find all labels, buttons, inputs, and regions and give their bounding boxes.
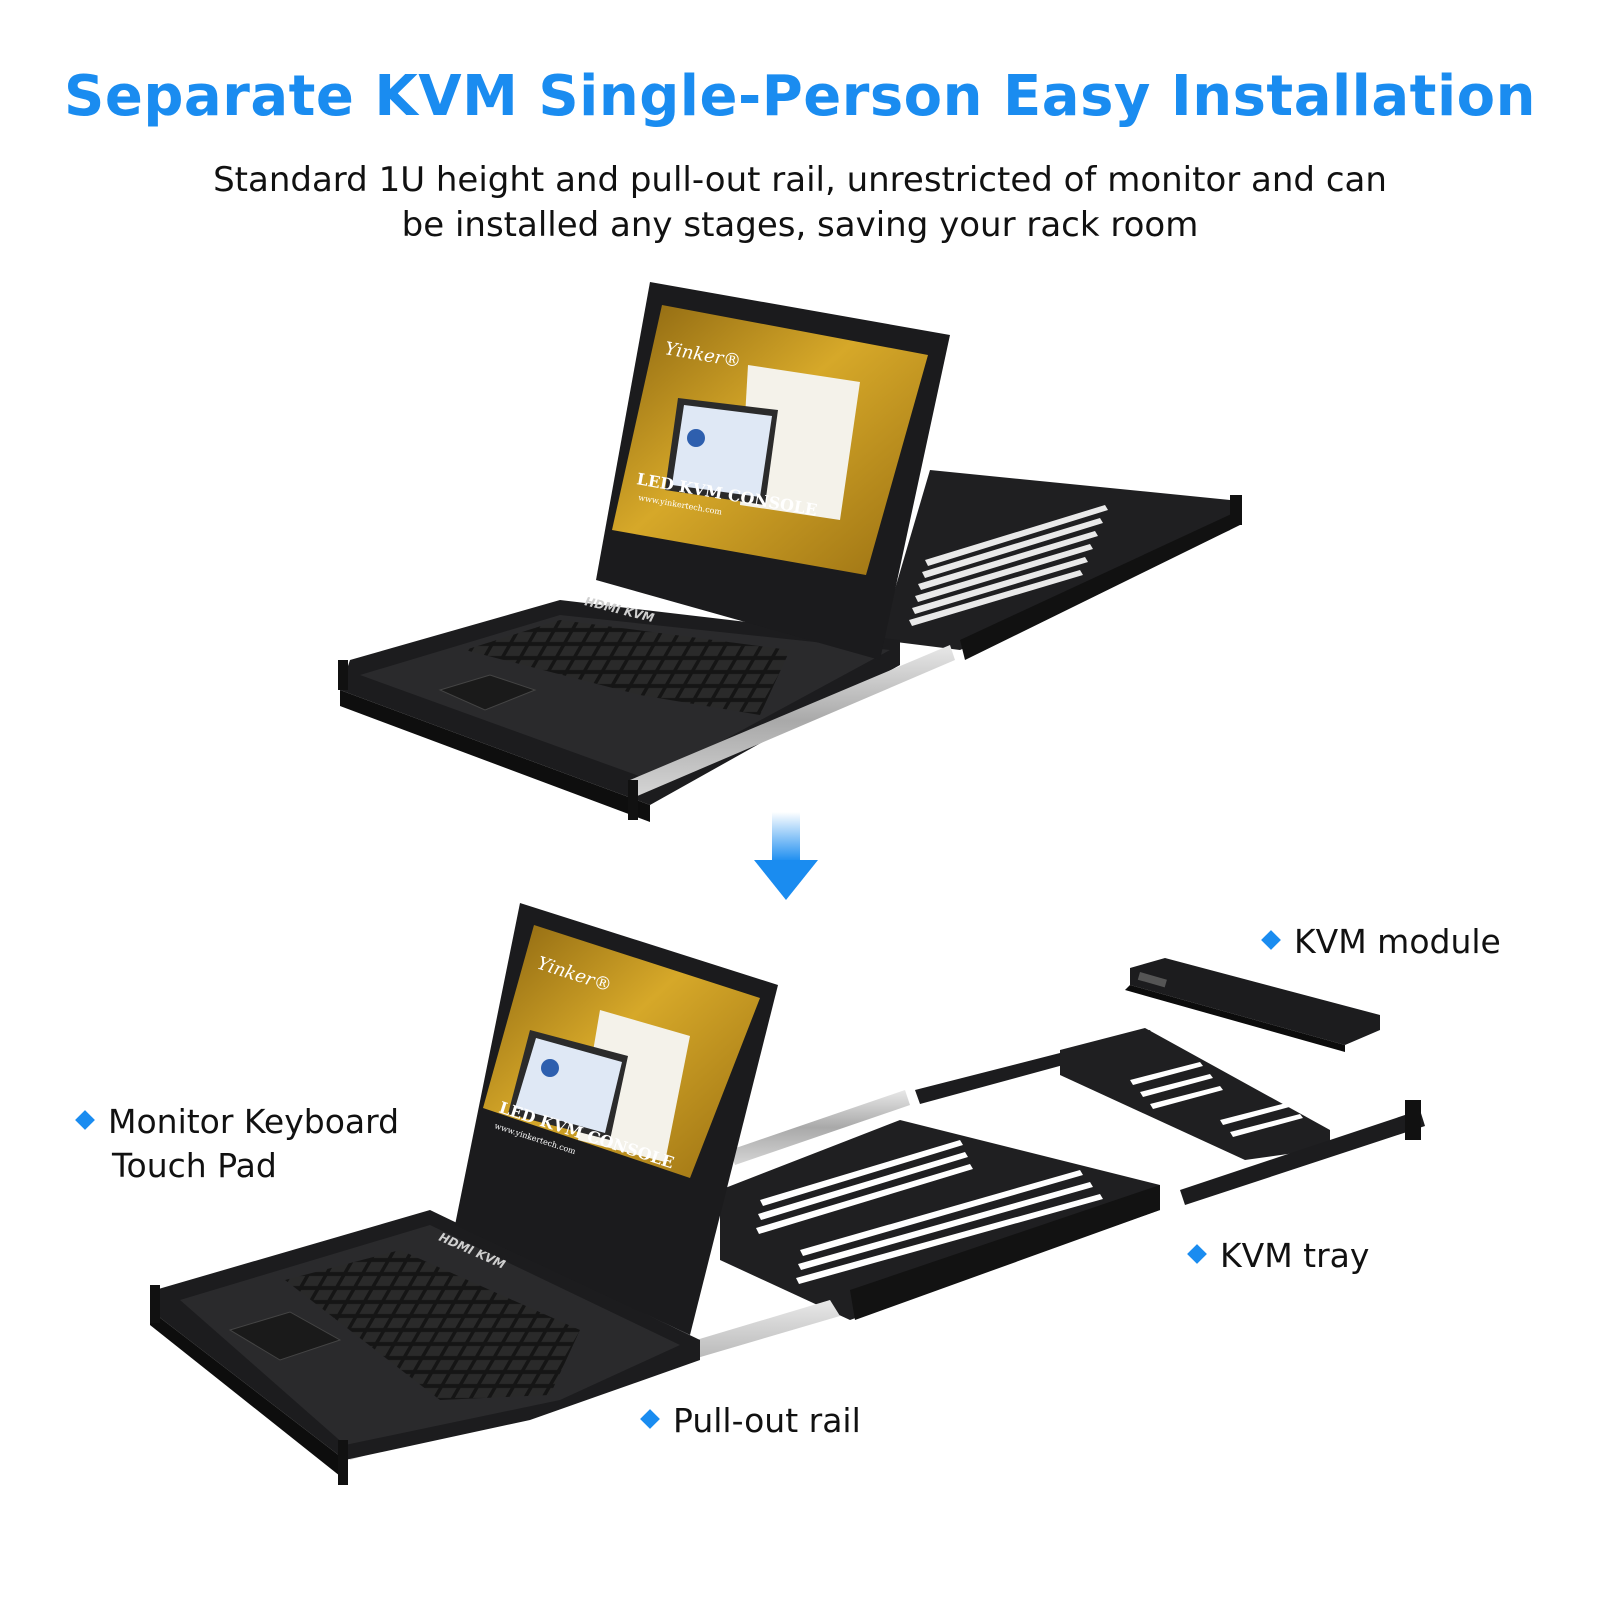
callout-pull-out-rail: Pull-out rail xyxy=(640,1399,861,1443)
subtitle-line-2: be installed any stages, saving your rac… xyxy=(401,205,1199,245)
diamond-bullet-icon xyxy=(1187,1243,1207,1264)
page-title: Separate KVM Single-Person Easy Installa… xyxy=(64,64,1536,129)
vented-shelf xyxy=(720,1120,1160,1320)
callout-monitor-keyboard: Monitor Keyboard Touch Pad xyxy=(75,1100,399,1188)
assembled-unit: Yinker® LED KVM CONSOLE www.yinkertech.c… xyxy=(338,282,1242,822)
subtitle-line-1: Standard 1U height and pull-out rail, un… xyxy=(213,160,1387,200)
tray-vents-module xyxy=(1130,1062,1303,1137)
callout-kvm-tray: KVM tray xyxy=(1187,1234,1369,1278)
diamond-bullet-icon xyxy=(640,1408,660,1429)
diamond-bullet-icon xyxy=(75,1109,95,1130)
down-arrow-icon xyxy=(754,812,818,900)
kvm-module-part xyxy=(1125,958,1380,1052)
kvm-tray-part xyxy=(915,1028,1425,1205)
exploded-view: Yinker® LED KVM CONSOLE www.yinkertech.c… xyxy=(150,903,1425,1485)
shelf-vents xyxy=(756,1140,1103,1284)
page-subtitle: Standard 1U height and pull-out rail, un… xyxy=(100,158,1500,248)
callout-kvm-module: KVM module xyxy=(1261,920,1501,964)
tray-vents-top xyxy=(909,505,1108,626)
diamond-bullet-icon xyxy=(1261,929,1281,950)
